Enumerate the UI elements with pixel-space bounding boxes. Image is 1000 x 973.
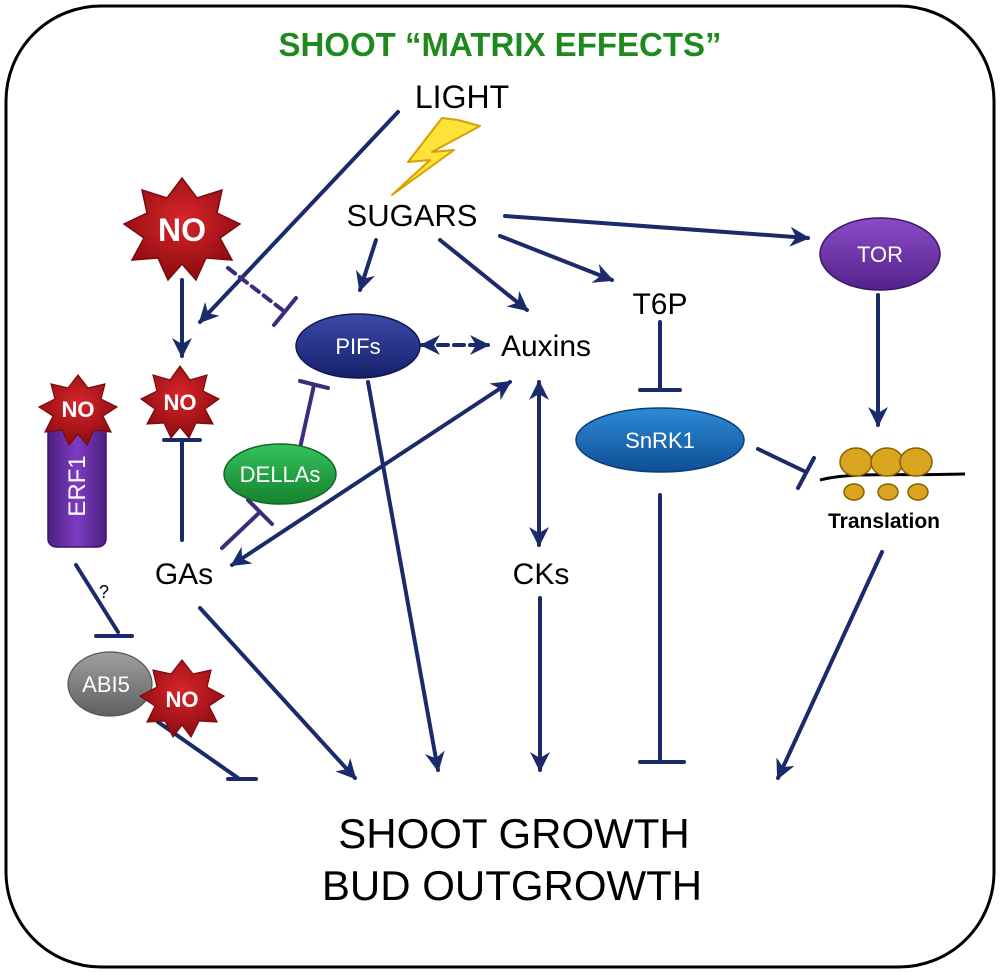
no-star-icon: [122, 176, 242, 282]
node-abi5-ellipse: [67, 651, 153, 717]
node-sugars: SUGARS: [347, 198, 478, 233]
node-no-top: NO: [158, 212, 206, 248]
node-no-erf: NO: [62, 397, 95, 422]
edge-sugars-to-auxins: [438, 238, 529, 312]
ribosome-icon: [819, 447, 966, 501]
node-tor: TOR: [857, 242, 903, 267]
edge-sugars-to-tor: [503, 214, 810, 247]
node-t6p: T6P: [632, 288, 687, 321]
inhibit-erf1-abi5: [74, 563, 134, 638]
node-light: LIGHT: [415, 79, 509, 115]
node-no-abi: NO: [166, 687, 199, 712]
inhibit-dellas-pifs: [298, 379, 330, 450]
inhibit-t6p-snrk1: [638, 320, 682, 392]
edge-pifs-to-growth: [366, 380, 445, 772]
node-no-mid: NO: [164, 390, 197, 415]
node-erf1: ERF1: [64, 455, 91, 516]
edge-gas-to-growth: [198, 606, 357, 780]
inhibit-no-pifs: [226, 266, 298, 327]
lightning-icon: [391, 117, 481, 196]
node-cks: CKs: [513, 558, 570, 591]
node-dellas-ellipse: [223, 443, 337, 505]
node-translation: Translation: [828, 510, 940, 533]
unknown-link-label: ?: [99, 582, 109, 602]
diagram-title: SHOOT “MATRIX EFFECTS”: [278, 26, 721, 63]
edge-sugars-to-pifs: [355, 238, 378, 292]
no-star-icon: [138, 659, 226, 739]
node-tor-ellipse: [819, 217, 941, 291]
node-abi5: ABI5: [82, 672, 130, 697]
node-snrk1: SnRK1: [625, 428, 695, 453]
inhibition-edges: [74, 266, 816, 781]
inhibit-snrk1-growth: [638, 493, 686, 764]
edge-auxins-gas: [230, 380, 512, 567]
outcome-shoot-growth: SHOOT GROWTH: [338, 810, 690, 857]
node-pifs-ellipse: [295, 313, 421, 379]
node-auxins: Auxins: [501, 330, 591, 363]
edges: [172, 110, 888, 780]
no-star-icon: [37, 374, 119, 447]
edge-sugars-to-t6p: [498, 234, 614, 283]
inhibit-gas-dellas: [220, 498, 274, 550]
inhibit-gas-no: [162, 438, 202, 542]
inhibit-snrk1-translation: [756, 447, 816, 490]
edge-light-to-no: [198, 110, 400, 324]
node-dellas: DELLAs: [240, 462, 321, 487]
node-pifs: PIFs: [335, 334, 380, 359]
no-star-icon: [139, 364, 221, 440]
node-snrk1-ellipse: [575, 407, 745, 473]
edge-translation-to-growth: [776, 550, 884, 780]
outcome-bud-outgrowth: BUD OUTGROWTH: [322, 862, 702, 909]
node-gas: GAs: [155, 558, 213, 591]
